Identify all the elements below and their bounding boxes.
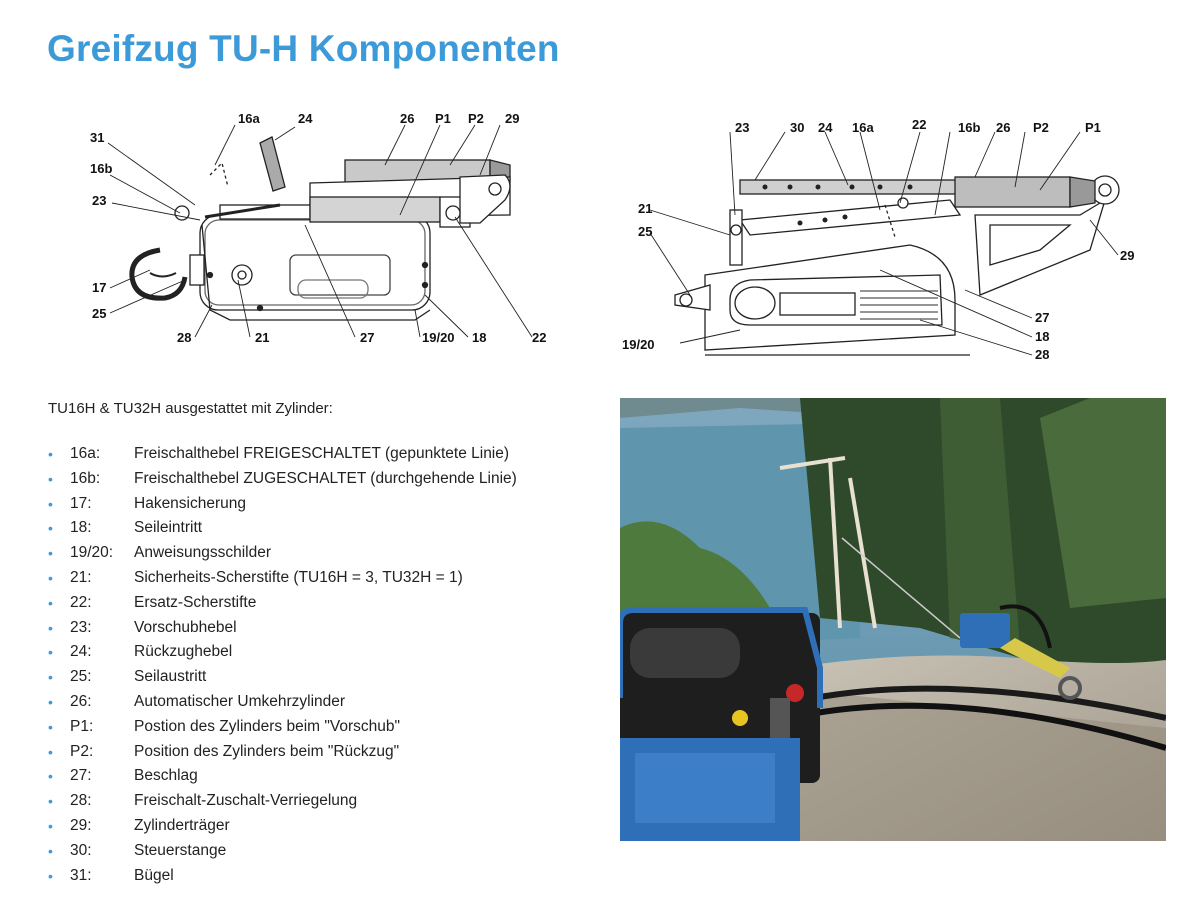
label-18: 18 <box>1035 329 1049 344</box>
legend-code: 16b: <box>70 469 101 487</box>
legend-code: 30: <box>70 841 92 859</box>
housing <box>199 214 431 311</box>
label-p1: P1 <box>435 111 451 126</box>
bullet-icon: • <box>48 619 53 636</box>
label-23: 23 <box>92 193 106 208</box>
legend-description: Steuerstange <box>134 841 227 859</box>
bullet-icon: • <box>48 669 53 686</box>
bullet-icon: • <box>48 768 53 785</box>
label-16a: 16a <box>238 111 260 126</box>
legend-description: Freischalt-Zuschalt-Verriegelung <box>134 792 358 810</box>
bullet-icon: • <box>48 817 53 834</box>
bullet-icon: • <box>48 569 53 586</box>
photo-hydraulic-winch-on-slope <box>620 398 1166 841</box>
legend-code: 19/20: <box>70 544 114 562</box>
bullet-icon: • <box>48 495 53 512</box>
bullet-icon: • <box>48 470 53 487</box>
legend-code: 27: <box>70 767 92 785</box>
legend-code: 21: <box>70 568 92 586</box>
bullet-icon: • <box>48 545 53 562</box>
legend-code: 31: <box>70 866 92 884</box>
legend-code: P2: <box>70 742 94 760</box>
label-27: 27 <box>360 330 374 345</box>
legend-code: 23: <box>70 618 92 636</box>
bullet-icon: • <box>48 520 53 537</box>
legend-code: 18: <box>70 519 92 537</box>
label-25: 25 <box>92 306 106 321</box>
label-p2: P2 <box>468 111 484 126</box>
legend-description: Freischalthebel ZUGESCHALTET (durchgehen… <box>134 469 517 487</box>
housing <box>704 244 956 351</box>
legend-description: Seileintritt <box>134 519 203 537</box>
label-30: 30 <box>790 120 804 135</box>
legend-description: Ersatz-Scherstifte <box>134 593 257 611</box>
page-title: Greifzug TU-H Komponenten <box>47 28 560 69</box>
intro-text: TU16H & TU32H ausgestattet mit Zylinder: <box>48 400 333 417</box>
label-22: 22 <box>532 330 546 345</box>
label-27: 27 <box>1035 310 1049 325</box>
label-29: 29 <box>505 111 519 126</box>
legend-description: Zylinderträger <box>134 816 230 834</box>
label-23: 23 <box>735 120 749 135</box>
bullet-icon: • <box>48 793 53 810</box>
label-17: 17 <box>92 280 106 295</box>
legend-description: Beschlag <box>134 767 198 785</box>
hook <box>129 247 188 301</box>
bullet-icon: • <box>48 446 53 462</box>
legend-description: Hakensicherung <box>134 494 247 512</box>
legend-code: 16a: <box>70 445 101 462</box>
legend-code: 26: <box>70 692 92 710</box>
bullet-icon: • <box>48 644 53 661</box>
legend-description: Seilaustritt <box>134 668 207 686</box>
legend-description: Postion des Zylinders beim "Vorschub" <box>134 717 401 735</box>
bullet-icon: • <box>48 718 53 735</box>
label-24: 24 <box>818 120 833 135</box>
bullet-icon: • <box>48 594 53 611</box>
label-16b: 16b <box>958 120 980 135</box>
bullet-icon: • <box>48 693 53 710</box>
label-29: 29 <box>1120 248 1134 263</box>
label-p1: P1 <box>1085 120 1101 135</box>
legend-code: 28: <box>70 792 92 810</box>
legend-description: Sicherheits-Scherstifte (TU16H = 3, TU32… <box>134 568 463 586</box>
label-21: 21 <box>255 330 269 345</box>
legend-code: 29: <box>70 816 92 834</box>
label-24: 24 <box>298 111 313 126</box>
legend-code: 24: <box>70 643 92 661</box>
label-19-20: 19/20 <box>422 330 455 345</box>
label-28: 28 <box>1035 347 1049 362</box>
bullet-icon: • <box>48 743 53 760</box>
label-p2: P2 <box>1033 120 1049 135</box>
label-26: 26 <box>996 120 1010 135</box>
bullet-icon: • <box>48 867 53 884</box>
legend-code: 17: <box>70 494 92 512</box>
legend-code: 22: <box>70 593 92 611</box>
legend-description: Bügel <box>134 866 174 884</box>
legend-description: Vorschubhebel <box>134 618 237 636</box>
label-18: 18 <box>472 330 486 345</box>
label-26: 26 <box>400 111 414 126</box>
cylinder <box>954 176 1071 208</box>
label-16a: 16a <box>852 120 874 135</box>
legend-description: Freischalthebel FREIGESCHALTET (gepunkte… <box>134 445 510 462</box>
legend-description: Anweisungsschilder <box>134 544 271 562</box>
legend-code: P1: <box>70 717 94 735</box>
legend-code: 25: <box>70 668 92 686</box>
diagram-front-view: 31 16a 24 26 P1 P2 29 16b 23 17 25 28 21… <box>70 105 560 355</box>
legend-description: Automatischer Umkehrzylinder <box>134 692 346 710</box>
legend-description: Position des Zylinders beim "Rückzug" <box>134 742 400 760</box>
label-21: 21 <box>638 201 652 216</box>
bullet-icon: • <box>48 842 53 859</box>
label-19-20: 19/20 <box>622 337 655 352</box>
diagram-side-view: 23 30 24 16a 22 16b 26 P2 P1 21 25 29 27… <box>620 105 1165 365</box>
label-22: 22 <box>912 117 926 132</box>
label-28: 28 <box>177 330 191 345</box>
legend-description: Rückzughebel <box>134 643 233 661</box>
label-31: 31 <box>90 130 104 145</box>
label-25: 25 <box>638 224 652 239</box>
label-16b: 16b <box>90 161 112 176</box>
